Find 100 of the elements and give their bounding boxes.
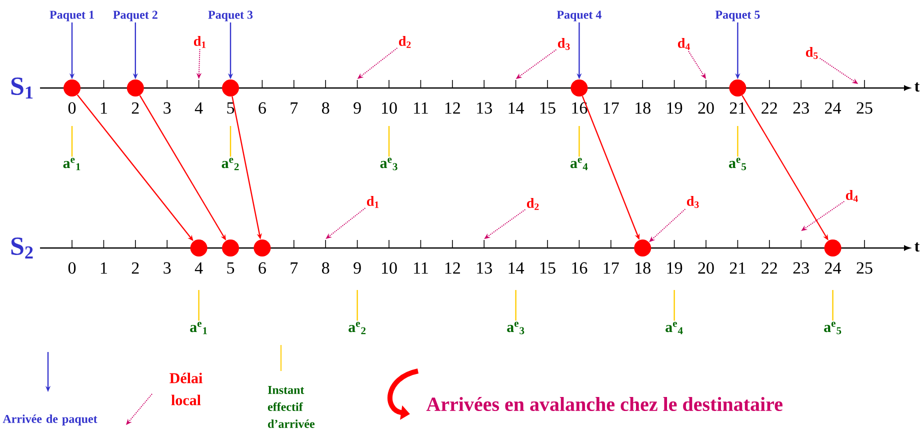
arrival-label: a$^{e}$4 xyxy=(570,158,588,170)
tick-label: 17 xyxy=(604,262,619,274)
event-dot xyxy=(824,240,842,256)
leader-line xyxy=(356,290,358,321)
tick-label: 8 xyxy=(322,262,330,274)
tick-label: 25 xyxy=(856,262,872,274)
tick-label: 15 xyxy=(540,262,556,274)
leader-line xyxy=(71,126,73,157)
arrival-label: a$^{e}$4 xyxy=(666,322,683,334)
packet-label: Paquet 3 xyxy=(208,10,253,22)
tick-label: 8 xyxy=(322,102,330,114)
leader-line xyxy=(578,126,580,157)
note-text: Arrivées en avalanche chez le destinataire xyxy=(426,396,782,412)
leader-line xyxy=(832,290,834,321)
event-dot xyxy=(126,80,144,96)
delay-label: d$_{2}$ xyxy=(398,36,411,48)
tick-label: 4 xyxy=(194,102,203,114)
tick-label: 16 xyxy=(572,102,588,114)
tick-label: 22 xyxy=(762,262,777,274)
delay-label: d$_{1}$ xyxy=(366,196,379,208)
tick-label: 22 xyxy=(762,102,777,114)
tick-label: 19 xyxy=(667,262,682,274)
leader-line xyxy=(230,126,232,157)
packet-label: Paquet 4 xyxy=(556,10,602,22)
delay-label: d$_{3}$ xyxy=(686,196,699,208)
tick-label: 0 xyxy=(68,262,76,274)
tick-label: 0 xyxy=(68,102,76,114)
tick-label: 12 xyxy=(445,102,460,114)
leader-line xyxy=(198,290,200,321)
arrival-label: a$^{e}$1 xyxy=(63,158,80,170)
event-dot xyxy=(570,80,588,96)
event-dot xyxy=(190,240,208,256)
tick-label: 7 xyxy=(290,102,298,114)
delay-label: d$_{4}$ xyxy=(678,38,690,50)
leader-line xyxy=(674,290,675,321)
tick-label: 1 xyxy=(100,102,107,114)
arrival-label: a$^{e}$1 xyxy=(190,322,207,334)
arrival-label: a$^{e}$3 xyxy=(380,158,398,170)
axis-label: t xyxy=(914,242,920,252)
arrival-label: a$^{e}$3 xyxy=(507,322,524,334)
delay-label: d$_{2}$ xyxy=(526,198,539,210)
tick-label: 4 xyxy=(194,262,203,274)
tick-label: 13 xyxy=(477,262,492,274)
axis-label: S$_{2}$ xyxy=(11,238,33,258)
legend-text: Délai local xyxy=(170,372,202,406)
tick-label: 1 xyxy=(100,262,107,274)
delay-label: d$_{3}$ xyxy=(558,38,570,50)
event-dot xyxy=(64,80,80,96)
tick-label: 13 xyxy=(477,102,492,114)
tick-label: 12 xyxy=(445,262,460,274)
event-dot xyxy=(634,240,652,256)
tick-label: 10 xyxy=(382,102,397,114)
tick-label: 17 xyxy=(604,102,619,114)
legend-text: Arrivée de paquet xyxy=(2,414,98,426)
leader-line xyxy=(515,290,516,321)
tick-label: 20 xyxy=(698,102,714,114)
arrival-label: a$^{e}$5 xyxy=(728,158,746,170)
packet-label: Paquet 5 xyxy=(715,10,760,22)
tick-label: 24 xyxy=(825,102,842,114)
tick-label: 2 xyxy=(132,102,139,114)
tick-label: 16 xyxy=(572,262,588,274)
tick-label: 23 xyxy=(793,262,809,274)
axis-label: S$_{1}$ xyxy=(11,78,33,98)
leader-line xyxy=(737,126,738,157)
tick-label: 6 xyxy=(258,262,266,274)
tick-label: 14 xyxy=(508,102,524,114)
event-dot xyxy=(254,240,271,256)
axis-label: t xyxy=(914,82,920,92)
tick-label: 14 xyxy=(508,262,524,274)
packet-label: Paquet 2 xyxy=(113,10,158,22)
tick-label: 11 xyxy=(414,102,428,114)
tick-label: 25 xyxy=(856,102,872,114)
arrival-label: a$^{e}$5 xyxy=(824,322,842,334)
tick-label: 2 xyxy=(132,262,139,274)
delay-label: d$_{1}$ xyxy=(194,36,206,48)
tick-label: 21 xyxy=(730,102,746,114)
tick-label: 9 xyxy=(354,262,361,274)
tick-label: 5 xyxy=(227,262,234,274)
tick-label: 23 xyxy=(793,102,809,114)
tick-label: 11 xyxy=(414,262,428,274)
tick-label: 9 xyxy=(354,102,361,114)
event-dot xyxy=(222,240,239,256)
tick-label: 18 xyxy=(636,102,650,114)
delay-label: d$_{5}$ xyxy=(806,47,818,59)
arrival-label: a$^{e}$2 xyxy=(348,322,366,334)
tick-label: 5 xyxy=(227,102,234,114)
event-dot xyxy=(222,80,239,96)
packet-label: Paquet 1 xyxy=(50,10,94,22)
arrival-label: a$^{e}$2 xyxy=(222,158,239,170)
tick-label: 19 xyxy=(667,102,682,114)
tick-label: 10 xyxy=(382,262,397,274)
tick-label: 15 xyxy=(540,102,556,114)
tick-label: 24 xyxy=(825,262,842,274)
leader-line xyxy=(388,126,390,157)
tick-label: 3 xyxy=(164,262,171,274)
tick-label: 3 xyxy=(164,102,171,114)
delay-label: d$_{4}$ xyxy=(846,190,858,202)
tick-label: 6 xyxy=(258,102,266,114)
event-dot xyxy=(729,80,746,96)
tick-label: 20 xyxy=(698,262,714,274)
